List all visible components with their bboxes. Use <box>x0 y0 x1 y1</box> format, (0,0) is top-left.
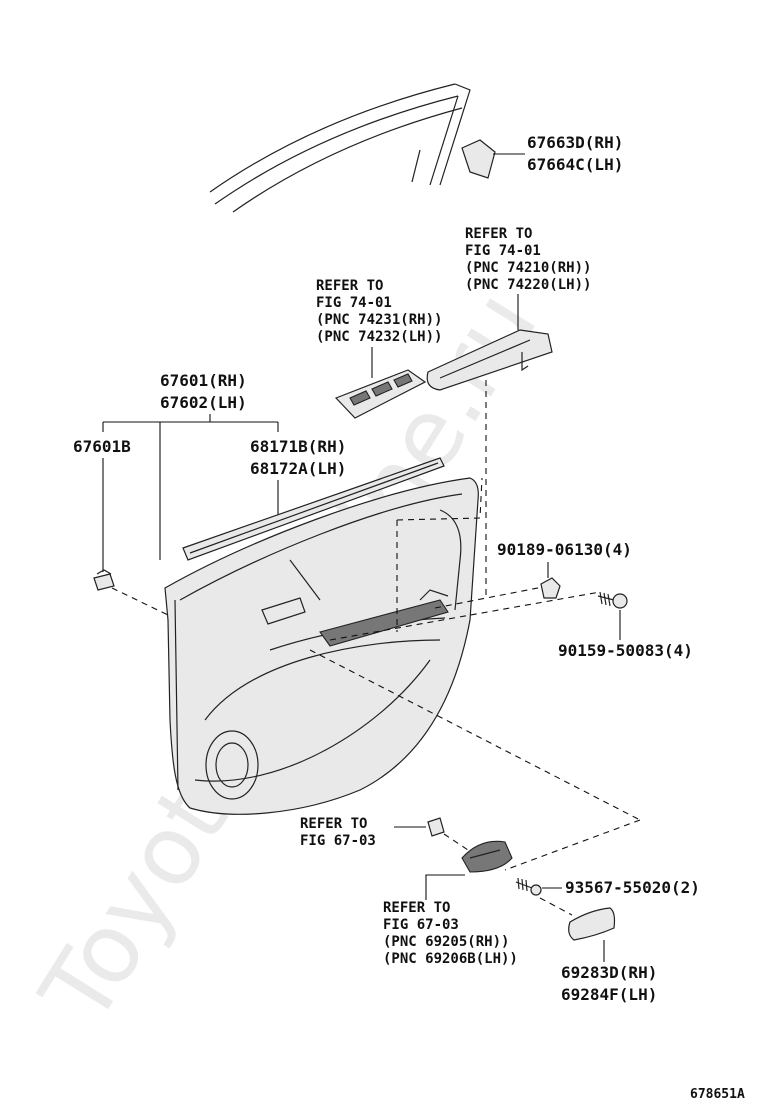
label-screw-main: 90159-50083(4) <box>558 641 693 660</box>
handle-cover-part[interactable] <box>568 907 616 941</box>
door-frame-outline <box>209 83 471 213</box>
clip-dash-line <box>111 587 169 616</box>
label-nut: 90189-06130(4) <box>497 540 632 559</box>
label-cover-rh: 69283D(RH) <box>561 963 657 982</box>
dash-handle-return <box>504 819 641 871</box>
figure-code: 678651A <box>690 1087 745 1102</box>
label-handle-pnc-rh: (PNC 69205(RH)) <box>383 934 509 950</box>
label-armrest-pnc-lh: (PNC 74220(LH)) <box>465 277 591 293</box>
label-panel-rh: 67601(RH) <box>160 371 247 390</box>
screw-part[interactable] <box>597 591 628 609</box>
label-switch-pnc-lh: (PNC 74232(LH)) <box>316 329 442 345</box>
label-handle-fig-top: FIG 67-03 <box>300 833 376 849</box>
label-armrest-pnc-rh: (PNC 74210(RH)) <box>465 260 591 276</box>
label-screw-small: 93567-55020(2) <box>565 878 700 897</box>
label-handle-fig: FIG 67-03 <box>383 917 459 933</box>
weatherstrip-part[interactable] <box>461 139 496 179</box>
label-armrest-fig: FIG 74-01 <box>465 243 541 259</box>
dash-cover <box>539 897 573 916</box>
dash-handle-long <box>309 649 641 821</box>
small-screw-part[interactable] <box>515 877 542 896</box>
dash-panel-top <box>396 477 483 521</box>
belt-moulding-part[interactable] <box>182 457 445 561</box>
label-weatherstrip-lh: 67664C(LH) <box>527 155 623 174</box>
label-handle-pnc-lh: (PNC 69206B(LH)) <box>383 951 518 967</box>
dash-nut <box>434 585 549 609</box>
label-handle-refer-top: REFER TO <box>300 816 367 832</box>
label-weatherstrip-rh: 67663D(RH) <box>527 133 623 152</box>
door-trim-panel[interactable] <box>164 477 479 815</box>
label-switch-fig: FIG 74-01 <box>316 295 392 311</box>
leader-handle <box>425 874 465 900</box>
label-belt-lh: 68172A(LH) <box>250 459 346 478</box>
clip-part[interactable] <box>93 569 115 591</box>
dash-handle-clip <box>443 833 469 851</box>
armrest-part[interactable] <box>426 329 553 391</box>
handle-clip-part[interactable] <box>427 817 445 837</box>
label-switch-pnc-rh: (PNC 74231(RH)) <box>316 312 442 328</box>
window-switch-part[interactable] <box>334 369 427 419</box>
label-switch-refer: REFER TO <box>316 278 383 294</box>
label-handle-refer: REFER TO <box>383 900 450 916</box>
label-armrest-refer: REFER TO <box>465 226 532 242</box>
inside-handle-part[interactable] <box>461 840 513 873</box>
label-belt-rh: 68171B(RH) <box>250 437 346 456</box>
dash-screw <box>329 591 601 641</box>
label-panel-lh: 67602(LH) <box>160 393 247 412</box>
label-clip: 67601B <box>73 437 131 456</box>
label-cover-lh: 69284F(LH) <box>561 985 657 1004</box>
nut-part[interactable] <box>540 577 561 599</box>
